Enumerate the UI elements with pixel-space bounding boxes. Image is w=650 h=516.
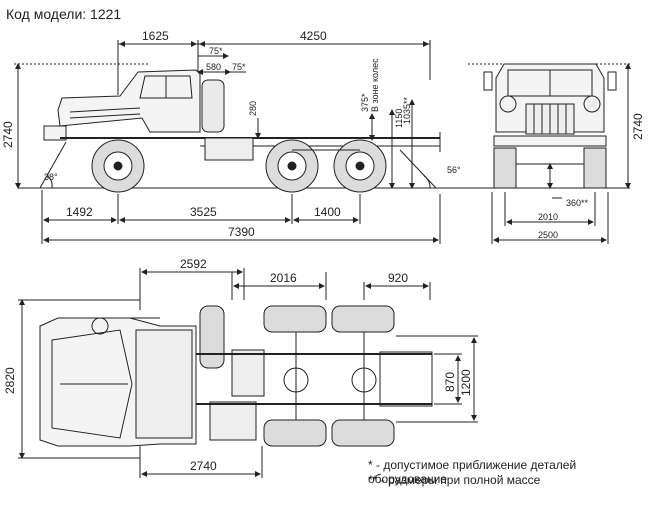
dim-920: 920 [388, 271, 408, 285]
wheel-zone-label: В зоне колес [370, 58, 380, 112]
dim-1400: 1400 [314, 205, 341, 219]
dim-1035: 1035** [402, 96, 412, 124]
angle-38: 38° [44, 172, 58, 182]
dim-280: 280 [248, 101, 258, 116]
dim-580: 580 [206, 62, 221, 72]
side-view [14, 40, 470, 244]
dim-height-front: 2740 [631, 113, 645, 140]
top-view-labels: 2592 2016 920 2820 870 1200 2740 [3, 257, 473, 473]
dim-2010: 2010 [538, 212, 558, 222]
side-view-labels: 1625 4250 75* 580 75* 2740 280 375* В зо… [1, 29, 461, 239]
front-view [468, 63, 632, 244]
dim-375: 375* [360, 93, 370, 112]
model-title: Код модели: 1221 [6, 6, 122, 22]
angle-56: 56° [447, 165, 461, 175]
dim-1625: 1625 [142, 29, 169, 43]
dim-1492: 1492 [66, 205, 93, 219]
dim-1200: 1200 [459, 369, 473, 396]
dim-7390: 7390 [228, 225, 255, 239]
dim-2016: 2016 [270, 271, 297, 285]
dim-75-a: 75* [209, 46, 223, 56]
front-view-labels: 2740 360** 2010 2500 [538, 113, 645, 240]
dim-75-b: 75* [232, 62, 246, 72]
dim-870: 870 [443, 372, 457, 392]
footnote-double-star: ** - размеры при полной массе [368, 473, 541, 487]
dim-4250: 4250 [300, 29, 327, 43]
dim-2740-top: 2740 [190, 459, 217, 473]
dim-2592: 2592 [180, 257, 207, 271]
dim-2820: 2820 [3, 367, 17, 394]
top-view [18, 268, 478, 478]
dim-height-side: 2740 [1, 121, 15, 148]
dim-3525: 3525 [190, 205, 217, 219]
dim-360: 360** [566, 198, 589, 208]
dim-2500: 2500 [538, 230, 558, 240]
dim-1150: 1150 [394, 109, 404, 128]
footnote-star: * - допустимое приближение деталей обору… [368, 458, 577, 486]
